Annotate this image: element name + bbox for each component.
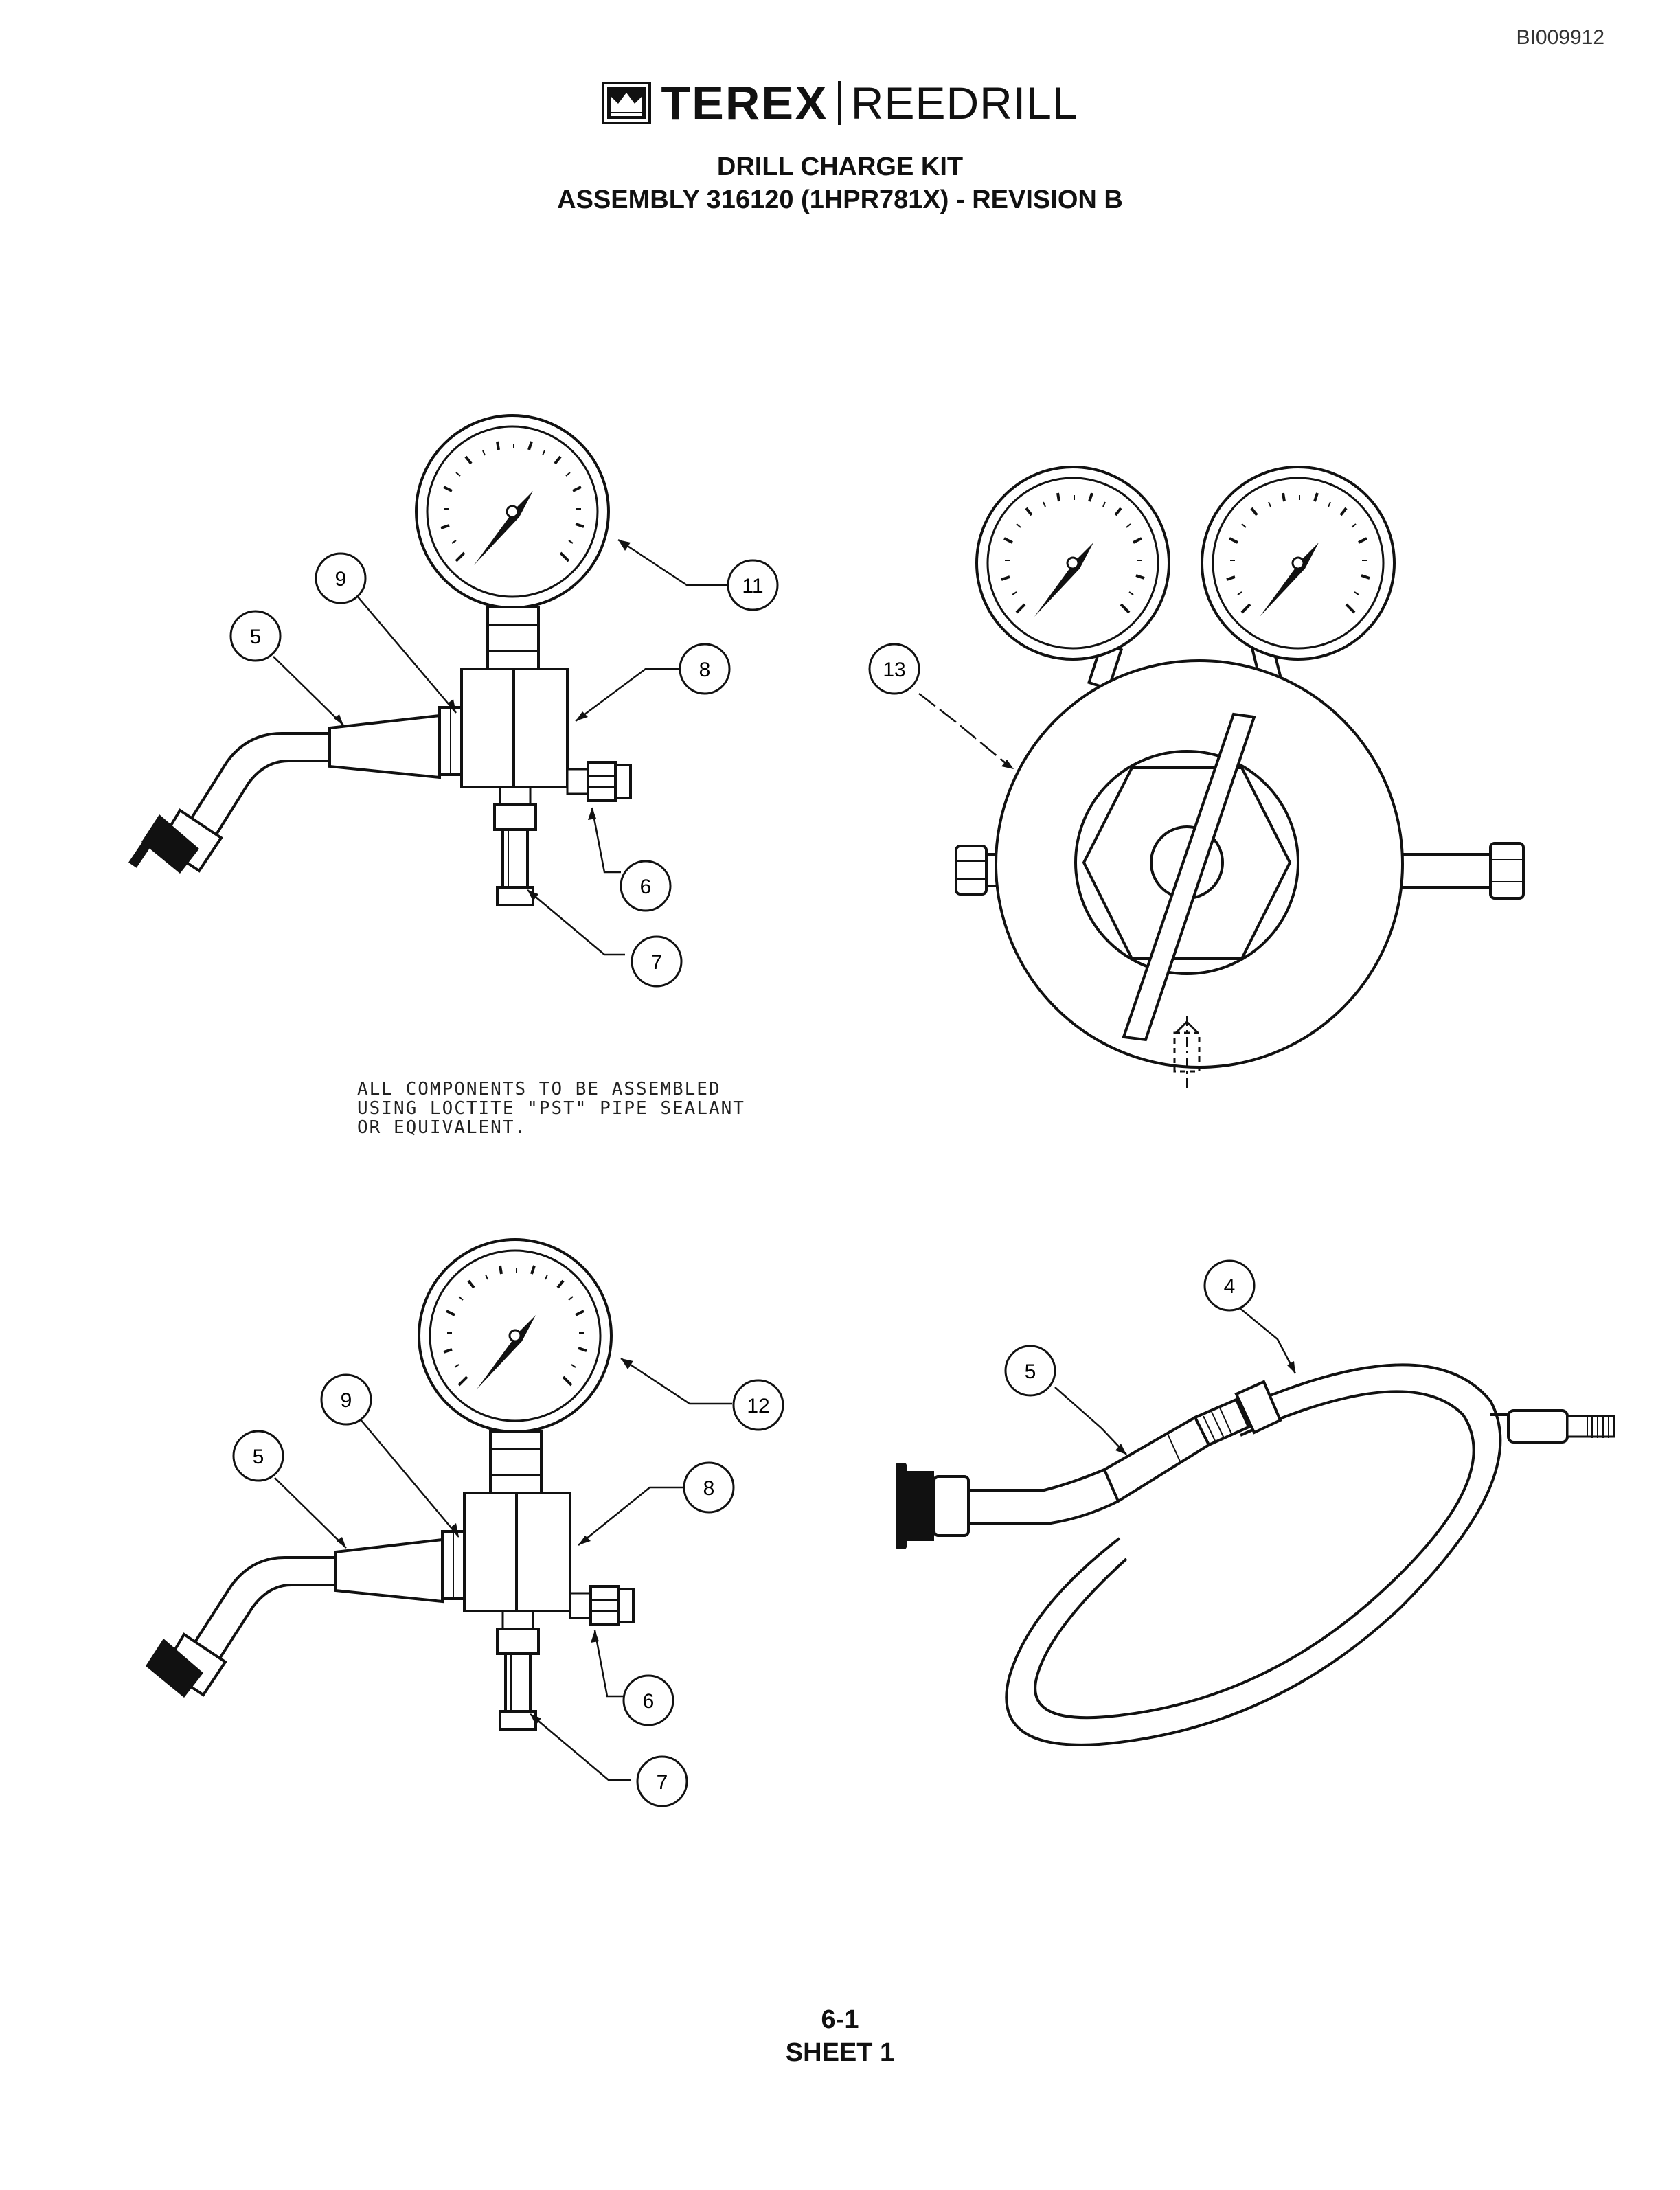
gauge-11 xyxy=(415,414,610,609)
callout-label: 9 xyxy=(335,568,347,591)
callout-9: 9 xyxy=(315,552,367,604)
page-number: 6-1 xyxy=(821,2005,859,2034)
note-line: OR EQUIVALENT. xyxy=(357,1117,527,1138)
callout-label: 4 xyxy=(1224,1275,1236,1298)
callout-label: 12 xyxy=(747,1395,769,1417)
callout-label: 6 xyxy=(643,1690,655,1713)
gauge-right xyxy=(1201,466,1396,661)
callout-11: 11 xyxy=(727,559,779,611)
callout-5: 5 xyxy=(229,610,282,662)
document-id: BI009912 xyxy=(1516,26,1604,49)
callout-4: 4 xyxy=(1203,1259,1256,1312)
gauge-left xyxy=(975,466,1170,661)
callouts: 11 9 5 8 6 7 13 12 xyxy=(229,552,1256,1807)
callout-8: 8 xyxy=(679,643,731,695)
callout-label: 5 xyxy=(1025,1360,1036,1383)
callout-13: 13 xyxy=(868,643,920,695)
callout-label: 7 xyxy=(657,1771,668,1794)
sheet-label: SHEET 1 xyxy=(785,2038,895,2067)
brand-terex: TEREX xyxy=(661,76,828,130)
callout-6: 6 xyxy=(620,860,672,912)
callout-label: 8 xyxy=(699,659,711,681)
callout-label: 5 xyxy=(250,626,262,648)
title-line-1: DRILL CHARGE KIT xyxy=(716,152,964,181)
callout-9-bottom: 9 xyxy=(320,1373,372,1426)
top-left-assembly xyxy=(128,414,728,956)
assembly-note: ALL COMPONENTS TO BE ASSEMBLED USING LOC… xyxy=(357,1080,745,1137)
note-line: USING LOCTITE "PST" PIPE SEALANT xyxy=(357,1098,745,1119)
brand-header: TEREX REEDRILL xyxy=(0,76,1680,137)
callout-label: 11 xyxy=(742,575,763,597)
callout-12: 12 xyxy=(732,1379,784,1431)
bottom-right-hose-assembly xyxy=(896,1307,1615,1746)
callout-7: 7 xyxy=(631,935,683,988)
callout-label: 6 xyxy=(640,876,652,898)
callout-8-bottom: 8 xyxy=(683,1461,735,1514)
brand-separator xyxy=(837,81,841,125)
brand-reedrill: REEDRILL xyxy=(850,78,1078,128)
top-right-regulator xyxy=(918,466,1525,1089)
callout-5-bottom: 5 xyxy=(232,1430,284,1482)
callout-5-hose: 5 xyxy=(1004,1345,1056,1397)
terex-crown-logo-icon xyxy=(602,82,652,124)
callout-label: 13 xyxy=(883,659,905,681)
callout-6-bottom: 6 xyxy=(622,1674,674,1726)
callout-label: 5 xyxy=(253,1446,264,1468)
gauge-12 xyxy=(418,1238,613,1433)
callout-label: 7 xyxy=(651,951,663,974)
callout-7-bottom: 7 xyxy=(636,1755,688,1807)
bottom-left-assembly xyxy=(146,1238,732,1781)
note-line: ALL COMPONENTS TO BE ASSEMBLED xyxy=(357,1079,721,1099)
title-line-2: ASSEMBLY 316120 (1HPR781X) - REVISION B xyxy=(557,185,1123,214)
callout-label: 9 xyxy=(341,1389,352,1412)
callout-label: 8 xyxy=(703,1477,715,1500)
